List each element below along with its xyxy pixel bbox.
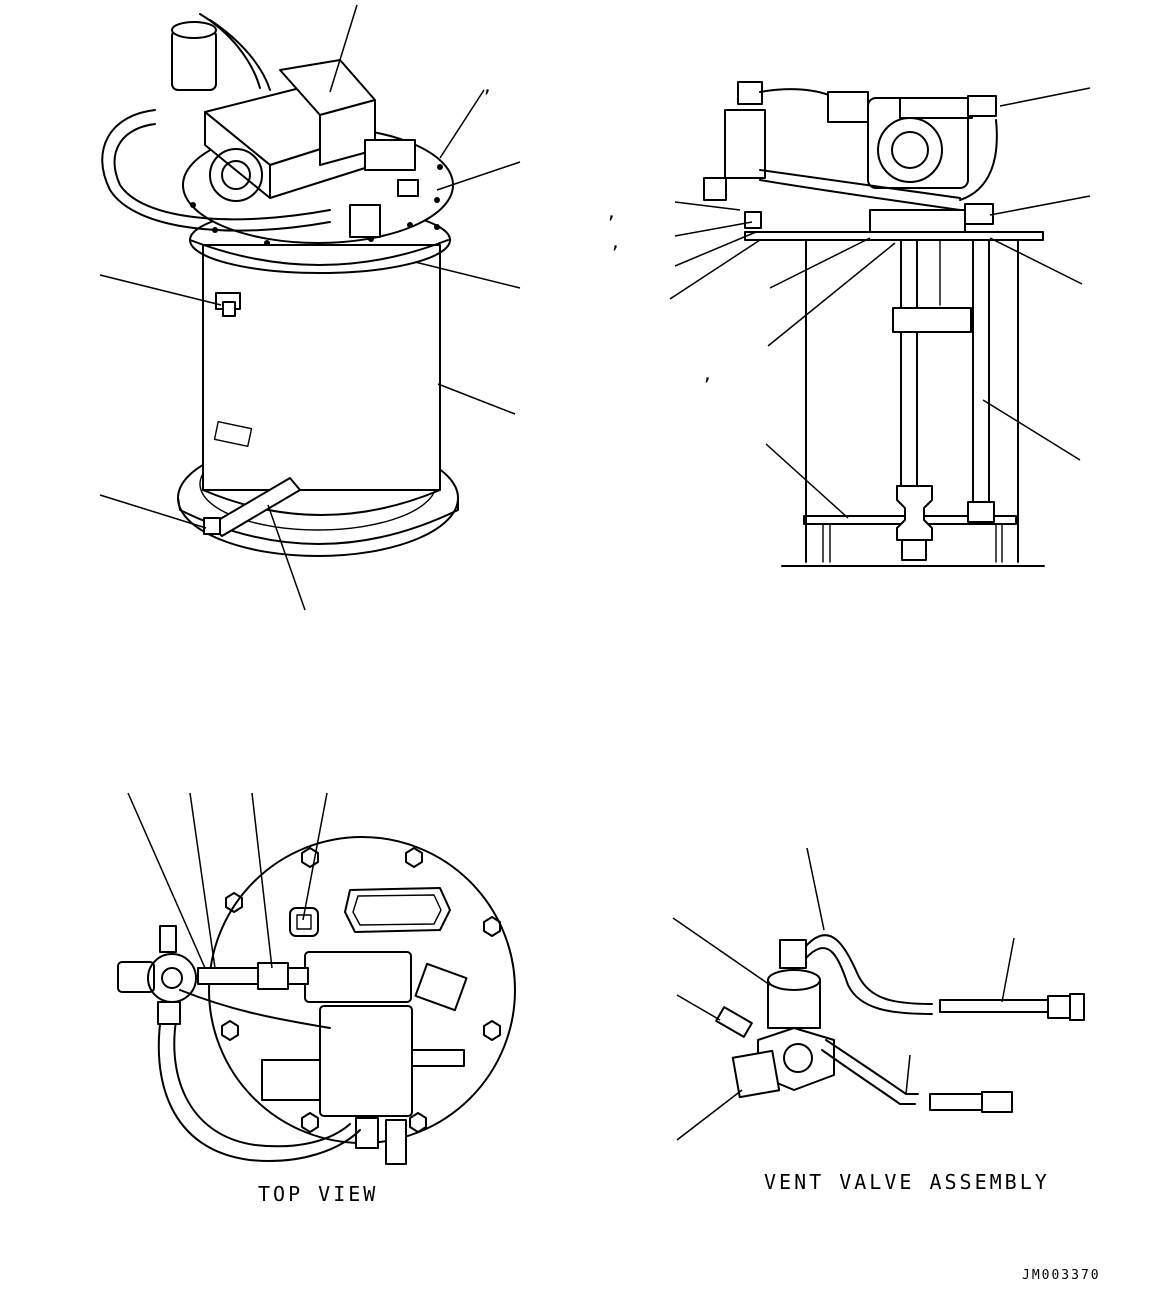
leader-comma: , [482,76,493,97]
drawing-code: JM003370 [1022,1268,1101,1283]
vent-valve-assembly-view [672,847,1085,1141]
top-view-caption: TOP VIEW [258,1182,379,1206]
leader-comma: , [702,364,713,385]
isometric-tank-view: , [99,4,521,611]
leader-comma: , [610,232,621,253]
top-view [117,792,516,1165]
side-section-view: , , , [606,81,1091,567]
vent-valve-assembly-caption: VENT VALVE ASSEMBLY [764,1170,1050,1194]
leader-comma: , [606,202,617,223]
